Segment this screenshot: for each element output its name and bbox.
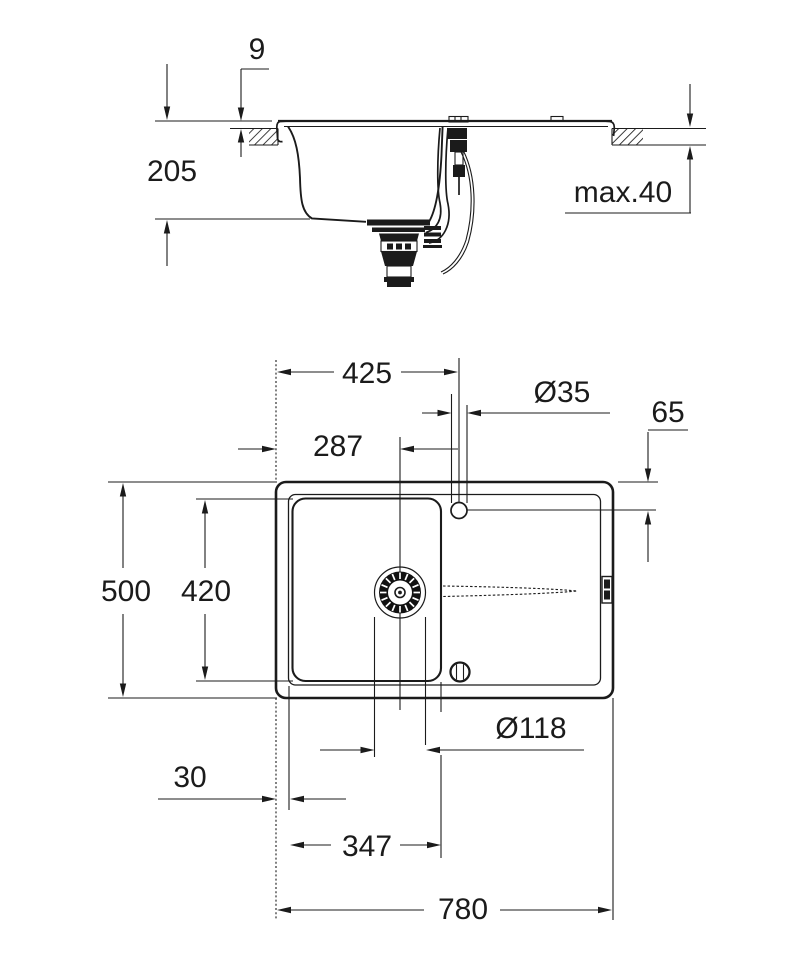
side-view-dimensions: 9 205 max.40 bbox=[147, 33, 694, 266]
side-section-view: 9 205 max.40 bbox=[147, 33, 706, 287]
bowl-outline bbox=[291, 497, 443, 683]
drain-assembly bbox=[367, 219, 442, 287]
faucet-hole bbox=[450, 501, 468, 520]
dim-overall-width: 780 bbox=[438, 893, 488, 926]
countertop-left-section bbox=[249, 127, 279, 146]
faucet-mount bbox=[447, 115, 469, 195]
plan-view: 425 Ø35 65 287 500 bbox=[101, 357, 688, 926]
dim-bowl-offset: 30 bbox=[173, 761, 206, 794]
plan-view-dimensions: 425 Ø35 65 287 500 bbox=[101, 357, 688, 926]
overflow-hole bbox=[449, 661, 471, 683]
dim-faucet-from-edge: 65 bbox=[651, 396, 684, 429]
dim-drain-from-left: 287 bbox=[313, 430, 363, 463]
bowl-profile bbox=[287, 125, 444, 223]
dim-rim-height: 9 bbox=[249, 33, 266, 66]
dim-faucet-from-left: 425 bbox=[342, 357, 392, 390]
sink-outer-outline bbox=[274, 480, 615, 700]
dim-bowl-inner-width: 347 bbox=[342, 830, 392, 863]
dim-drain-dia: Ø118 bbox=[495, 712, 566, 745]
dim-overall-depth: 500 bbox=[101, 575, 151, 608]
sink-rim-section bbox=[275, 115, 616, 143]
drainer-groove bbox=[442, 585, 578, 598]
dim-faucet-hole-dia: Ø35 bbox=[534, 376, 591, 409]
sink-flange-inner-outline bbox=[287, 493, 602, 686]
mounting-clip bbox=[601, 575, 613, 604]
dim-countertop-thickness: max.40 bbox=[574, 176, 672, 209]
drain-plan bbox=[373, 566, 427, 619]
dim-bowl-inner-depth: 420 bbox=[181, 575, 231, 608]
dim-bowl-depth: 205 bbox=[147, 155, 197, 188]
countertop-right-section bbox=[611, 127, 706, 146]
